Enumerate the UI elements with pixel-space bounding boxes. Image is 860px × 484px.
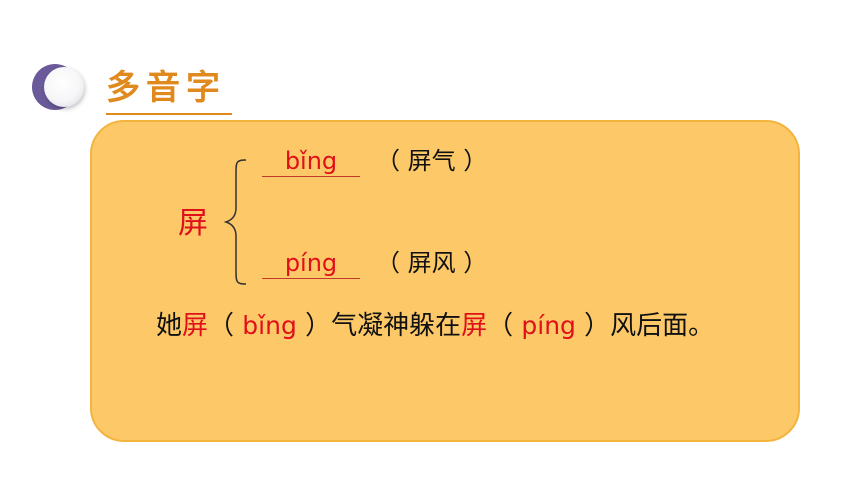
reading-word-1: （ 屏气 ） bbox=[376, 147, 488, 175]
sentence-char-2: 屏 bbox=[461, 311, 488, 341]
brace-icon bbox=[223, 159, 247, 285]
example-sentence: 她屏（ bǐng ）气凝神躲在屏（ píng ）风后面。 bbox=[104, 304, 790, 348]
content-card bbox=[90, 120, 800, 442]
title-underline bbox=[106, 113, 232, 115]
reading-pinyin-2: píng bbox=[262, 248, 360, 279]
section-title: 多音字 bbox=[106, 68, 226, 108]
sentence-open-2: （ bbox=[487, 311, 522, 341]
logo-front-circle bbox=[44, 67, 84, 107]
sentence-close-1: ）气凝神躲在 bbox=[296, 311, 462, 341]
sentence-close-2: ）风后面。 bbox=[575, 311, 715, 341]
sentence-char-1: 屏 bbox=[182, 311, 209, 341]
sentence-part-1: 她 bbox=[156, 311, 183, 341]
sentence-pinyin-2: píng bbox=[521, 311, 576, 340]
sentence-open-1: （ bbox=[208, 311, 243, 341]
reading-pinyin-1: bǐng bbox=[262, 146, 360, 177]
reading-word-2: （ 屏风 ） bbox=[376, 249, 488, 277]
section-logo-icon bbox=[32, 64, 94, 110]
polyphone-character: 屏 bbox=[178, 206, 208, 241]
sentence-pinyin-1: bǐng bbox=[242, 311, 297, 340]
